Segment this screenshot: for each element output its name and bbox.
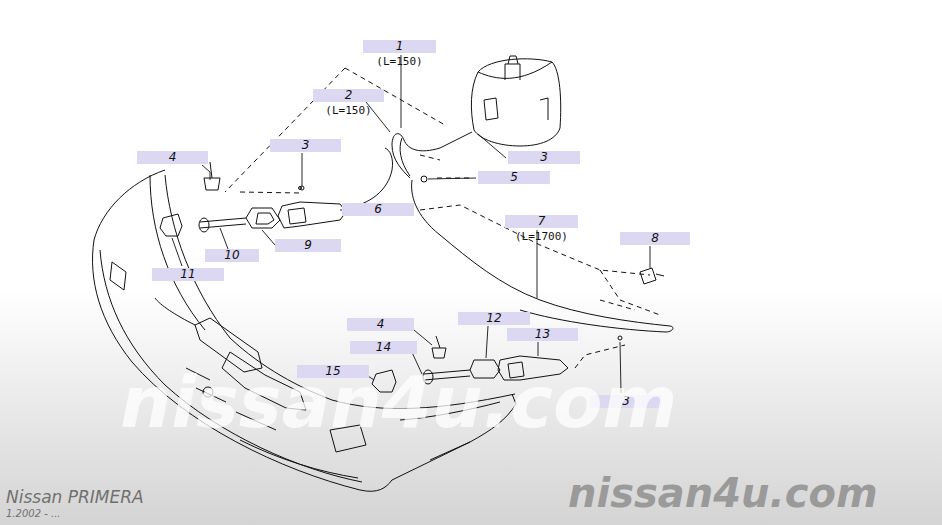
- callout-number: 9: [275, 239, 341, 252]
- site-logo: nissan4u.com: [568, 470, 878, 516]
- callout-number: 6: [342, 203, 414, 216]
- callout-number: 3: [508, 151, 580, 164]
- callout-number: 12: [458, 312, 530, 325]
- callout-box: 4: [347, 318, 414, 331]
- callout-box: 5: [478, 171, 550, 184]
- callout-number: 3: [270, 139, 341, 152]
- callout-number: 13: [507, 328, 578, 341]
- callout-box: 11: [152, 268, 224, 281]
- callout-box: 2 (L=150): [313, 89, 384, 117]
- callout-box: 4: [137, 151, 208, 164]
- callout-box: 9: [275, 239, 341, 252]
- callout-number: 1: [363, 40, 436, 53]
- hose-length: (L=1700): [505, 231, 578, 243]
- callout-box: 3: [270, 139, 341, 152]
- callout-number: 2: [313, 89, 384, 102]
- callout-box: 3: [508, 151, 580, 164]
- callout-box: 8: [620, 232, 690, 245]
- callout-number: 10: [205, 249, 259, 262]
- callout-box: 10: [205, 249, 259, 262]
- watermark: nissan4u.com: [120, 360, 677, 444]
- callout-number: 7: [505, 215, 578, 228]
- callout-box: 7 (L=1700): [505, 215, 578, 243]
- callout-number: 4: [347, 318, 414, 331]
- callout-box: 6: [342, 203, 414, 216]
- callout-box: 13: [507, 328, 578, 341]
- callout-number: 11: [152, 268, 224, 281]
- hose-length: (L=150): [313, 105, 384, 117]
- callout-number: 14: [350, 341, 417, 354]
- model-name: Nissan PRIMERA: [6, 487, 144, 507]
- callout-box: 1 (L=150): [363, 40, 436, 68]
- model-date: 1.2002 - ...: [6, 508, 61, 519]
- callout-number: 4: [137, 151, 208, 164]
- hose-length: (L=150): [363, 56, 436, 68]
- callout-number: 5: [478, 171, 550, 184]
- callout-number: 8: [620, 232, 690, 245]
- callout-box: 12: [458, 312, 530, 325]
- callout-box: 14: [350, 341, 417, 354]
